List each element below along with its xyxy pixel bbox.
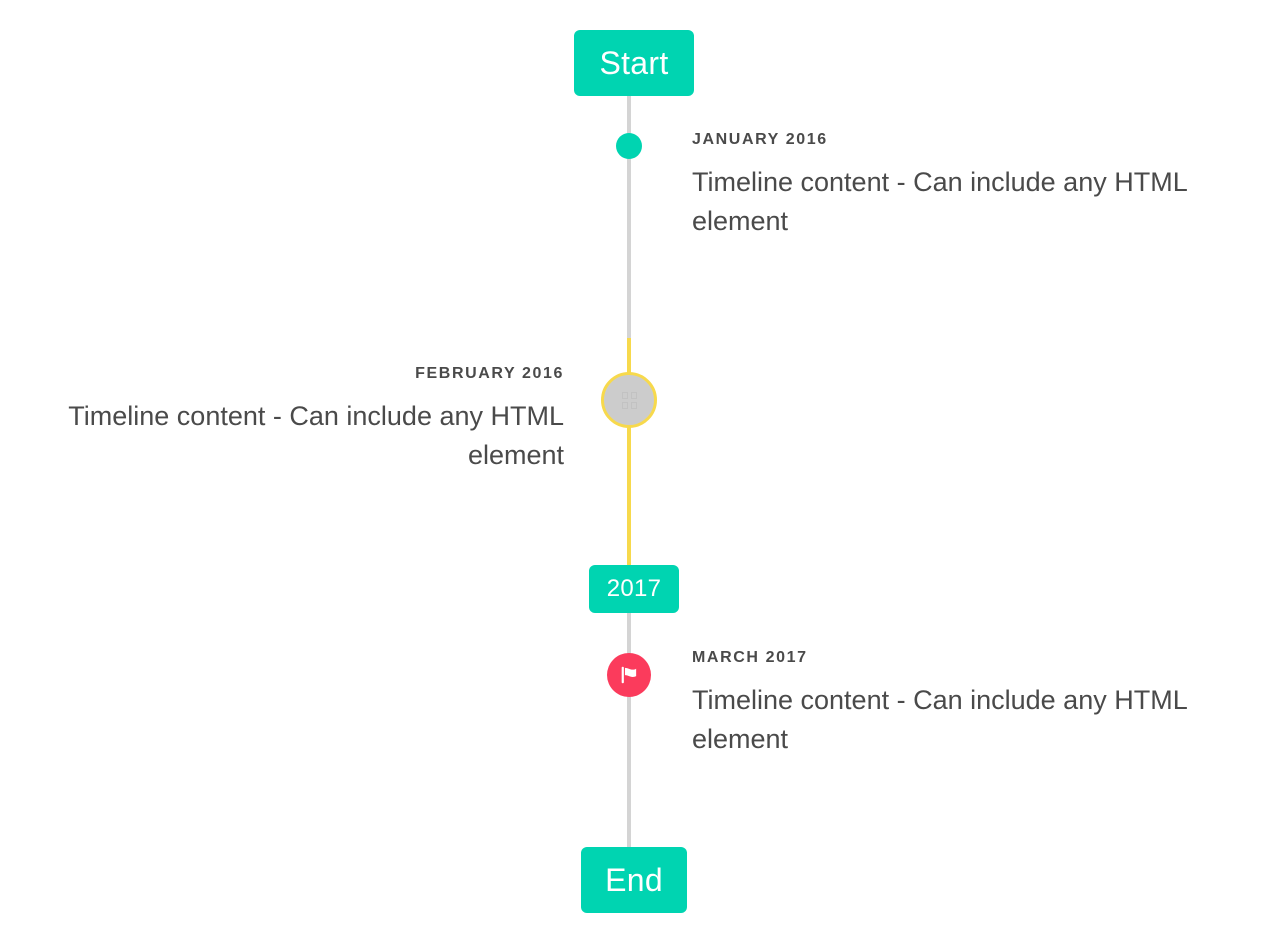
timeline-entry-date: JANUARY 2016 [692, 131, 828, 148]
timeline-entry-march: MARCH 2017 Timeline content - Can includ… [692, 649, 1216, 759]
timeline-start-badge[interactable]: Start [574, 30, 694, 96]
timeline-entry-february: FEBRUARY 2016 Timeline content - Can inc… [40, 365, 564, 475]
flag-icon [621, 666, 637, 684]
missing-glyph-icon [621, 391, 637, 409]
timeline-entry-date: MARCH 2017 [692, 649, 808, 666]
timeline-marker-ring[interactable] [601, 372, 657, 428]
timeline-year-badge[interactable]: 2017 [589, 565, 679, 613]
timeline-marker-flag[interactable] [607, 653, 651, 697]
timeline-entry-body: Timeline content - Can include any HTML … [68, 400, 564, 470]
timeline-line-segment-bottom [627, 613, 631, 851]
timeline-end-badge[interactable]: End [581, 847, 687, 913]
timeline-marker-dot-icon[interactable] [616, 133, 642, 159]
timeline-line-segment-highlight [627, 338, 631, 565]
timeline-line-segment-top [627, 94, 631, 338]
timeline-entry-date: FEBRUARY 2016 [415, 365, 564, 382]
timeline-entry-body: Timeline content - Can include any HTML … [692, 684, 1187, 754]
timeline-entry-january: JANUARY 2016 Timeline content - Can incl… [692, 131, 1216, 241]
timeline-entry-body: Timeline content - Can include any HTML … [692, 166, 1187, 236]
